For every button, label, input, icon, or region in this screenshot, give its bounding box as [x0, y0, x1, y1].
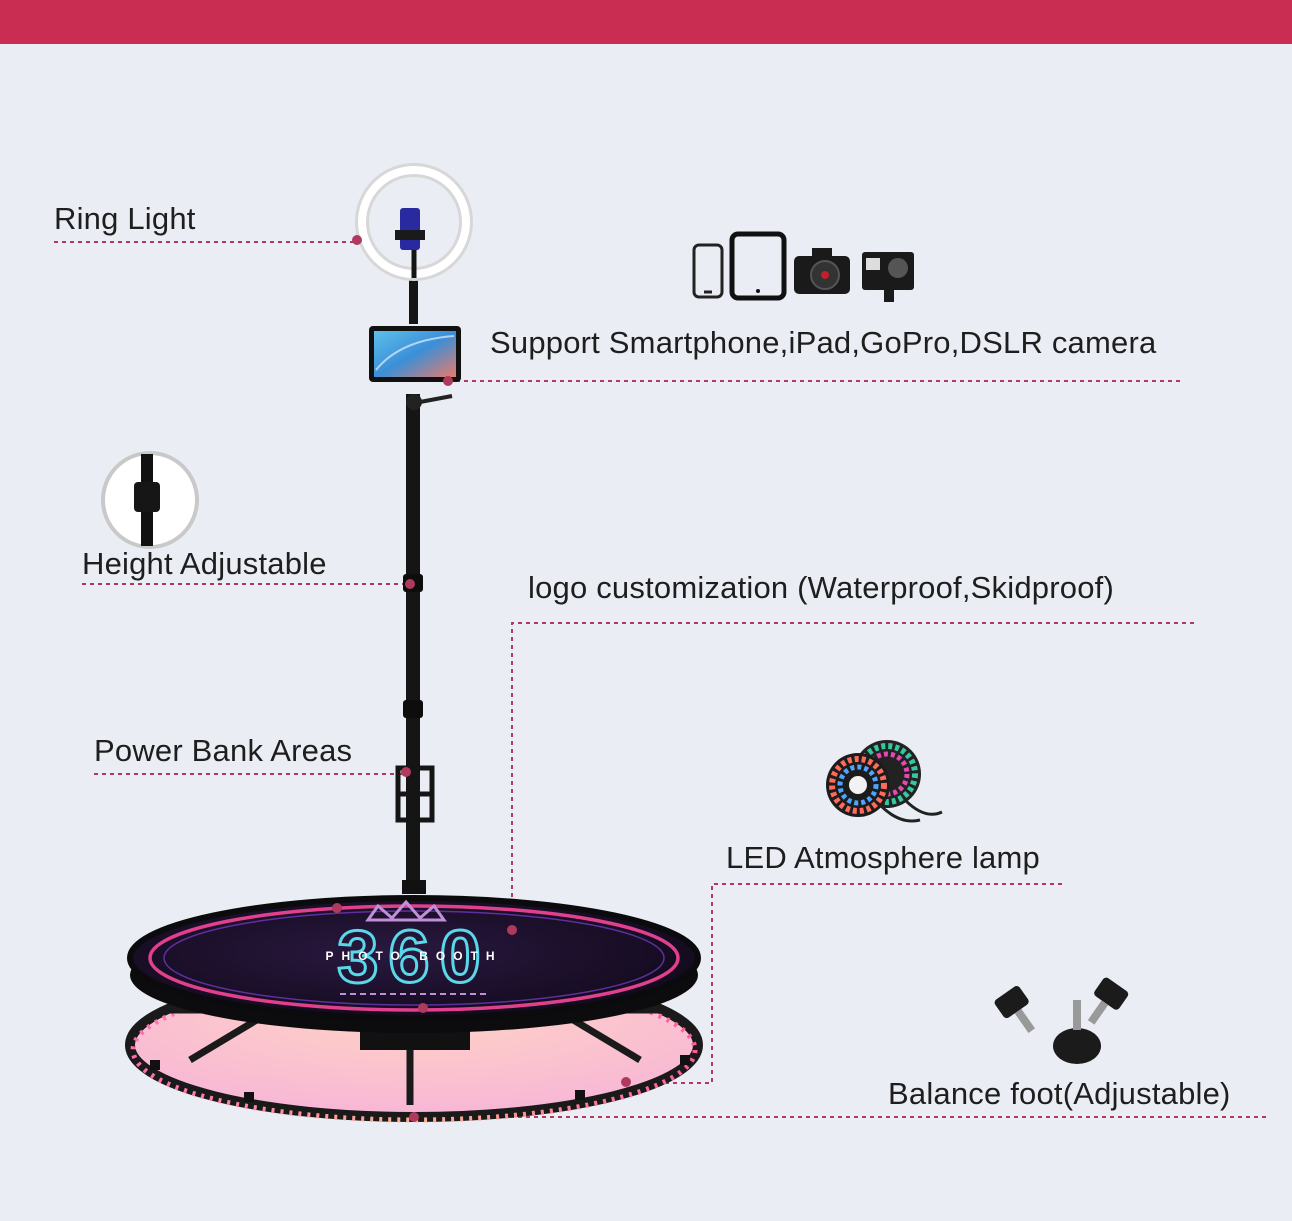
- led-strip-reel-icon: [826, 740, 943, 823]
- power-bank-holder: [395, 765, 435, 823]
- ring-light-label: Ring Light: [54, 201, 196, 236]
- platform-top: [127, 895, 701, 1033]
- height-adjustable-label: Height Adjustable: [82, 546, 327, 581]
- platform-logo-number: 360: [337, 915, 490, 998]
- ipad-icon: [729, 231, 787, 301]
- tablet-holder: [369, 326, 461, 382]
- smartphone-icon: [692, 243, 724, 299]
- led-lamp-label: LED Atmosphere lamp: [726, 840, 1040, 875]
- height-adjust-callout: [101, 451, 199, 549]
- dslr-camera-icon: [794, 248, 850, 294]
- crown-icon: [365, 899, 447, 922]
- leader-dots: [332, 235, 631, 1122]
- ring-light: [355, 163, 473, 281]
- device-support-label: Support Smartphone,iPad,GoPro,DSLR camer…: [490, 325, 1157, 360]
- platform-logo-tagline: PHOTO BOOTH: [325, 949, 502, 963]
- logo-customization-label: logo customization (Waterproof,Skidproof…: [528, 570, 1114, 605]
- gopro-icon: [862, 252, 914, 302]
- top-accent-bar: [0, 0, 1292, 44]
- leader-lines: [54, 241, 1268, 1118]
- balance-foot-icon: [994, 977, 1129, 1064]
- balance-foot-label: Balance foot(Adjustable): [888, 1076, 1231, 1111]
- power-bank-label: Power Bank Areas: [94, 733, 353, 768]
